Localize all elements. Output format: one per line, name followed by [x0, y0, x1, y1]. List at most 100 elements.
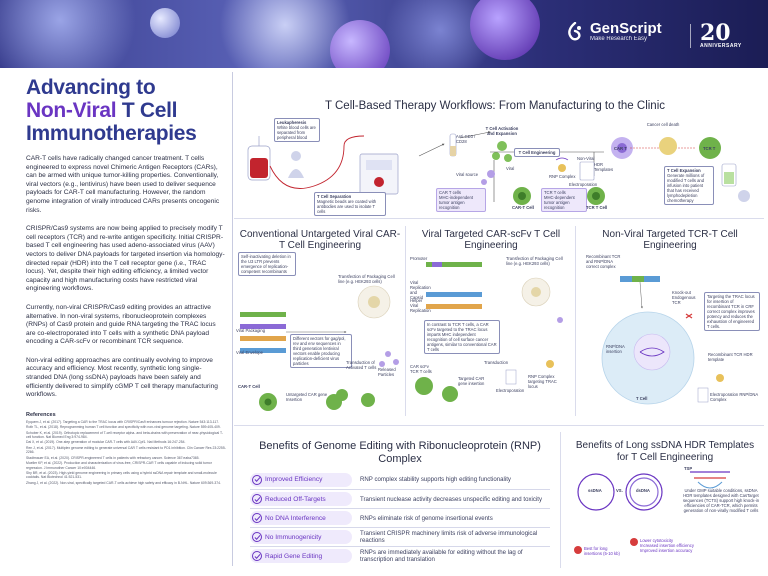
benefit-description: RNP complex stability supports high edit…	[360, 476, 511, 483]
electroporation-label: Electroporation RNP/DNA Complex	[710, 392, 758, 402]
cancer-death-label: Cancer cell death	[646, 122, 680, 127]
best-label: Best for long insertions (5-10 kb)	[584, 546, 620, 556]
title-line-2a: Non-Viral	[26, 99, 117, 122]
rnp-label: RNP Complex targeting TRAC locus	[528, 374, 557, 389]
genscript-logo-icon	[568, 22, 581, 41]
leukapheresis-text: White blood cells are separated from per…	[277, 125, 316, 140]
virus-icon	[487, 170, 495, 178]
intro-paragraph: CAR-T cells have radically changed cance…	[26, 155, 220, 214]
check-icon	[252, 474, 262, 485]
t-cell-icon	[492, 152, 500, 160]
panel-note: In contrast to TCR T cells, a CAR scFv t…	[424, 320, 500, 354]
nonviral-tcr-panel: Recombinant TCR and RNP/DNA correct comp…	[580, 252, 762, 417]
ssdna-circle-icon	[577, 473, 615, 511]
separation-title: T Cell Separation	[317, 194, 352, 199]
lower-label: Lower cytotoxicity	[640, 538, 674, 543]
separation-text: Magnetic beads are coated with antibodie…	[317, 199, 377, 214]
cancer-cell-dead-icon	[659, 137, 677, 155]
car-t-cell-label: CAR-T Cell	[238, 384, 260, 389]
plasmid-bar	[240, 324, 286, 329]
benefit-description: RNPs eliminate risk of genome insertiona…	[360, 514, 493, 522]
intro-paragraph: Non-viral editing approaches are continu…	[26, 356, 218, 399]
benefit-row: Reduced Off-Targets Transient nuclease a…	[250, 489, 550, 508]
check-icon	[252, 532, 262, 542]
reference-item: Zhang J, et al. (2022). Non-viral, speci…	[26, 480, 221, 485]
transduction-label: Transduction of Activated T cells	[346, 360, 377, 370]
column-divider	[405, 226, 406, 416]
patient-icon	[738, 190, 750, 202]
packaging-label: Viral Packaging	[236, 328, 266, 333]
benefit-tag: Improved Efficiency	[250, 472, 352, 487]
brand-tagline: Make Research Easy	[590, 36, 648, 42]
check-icon	[252, 513, 262, 523]
benefit-tag: No Immunogenicity	[250, 530, 352, 544]
plasmid-bar	[240, 312, 286, 317]
poster-title: Advancing to Non-Viral T Cell Immunother…	[26, 76, 226, 145]
car-t-label: CAR T	[614, 146, 627, 151]
cell-illustration	[150, 8, 180, 38]
reference-item: Schober K, et al. (2019). Orthotopic rep…	[26, 430, 224, 440]
activation-label: T Cell Activation and Expansion	[485, 126, 519, 136]
workflow-heading: T Cell-Based Therapy Workflows: From Man…	[324, 100, 666, 112]
tcell-label: T Cell	[636, 396, 648, 401]
nucleus-icon	[633, 333, 671, 371]
leukapheresis-title: Leukapheresis	[277, 120, 307, 125]
promoter-label: Promoter	[410, 256, 428, 261]
tsp-label: TSP	[684, 466, 693, 471]
reference-item: Eyquem J, et al. (2017). Targeting a CAR…	[26, 419, 220, 424]
viral-scfv-graphics	[415, 262, 563, 402]
dsdna-label: dsDNA	[636, 488, 650, 493]
viral-scfv-panel: Promoter Viral Replication and Capsid He…	[410, 252, 572, 417]
untargeted-label: Untargeted CAR gene Insertion	[286, 392, 328, 402]
targeted-label: Targeted CAR gene insertion	[458, 376, 485, 386]
template-strand	[697, 481, 723, 489]
benefit-description: Transient CRISPR machinery limits risk o…	[360, 530, 538, 544]
benefit-description: RNPs are immediately available for editi…	[360, 549, 523, 563]
rnp-icon	[558, 164, 566, 172]
electroporation-label: Electroporation	[496, 388, 525, 393]
reference-item: Ren J, et al. (2017). Multiplex genome e…	[26, 445, 226, 455]
plasmid-bar	[240, 336, 286, 341]
genscript-logo[interactable]: GenScript Make Research Easy	[565, 21, 662, 42]
tcr-t-summary: TCR T cells MHC-dependent tumor antigen …	[541, 188, 587, 212]
title-line-2b: T Cell	[121, 99, 178, 122]
recombinant-label: Recombinant TCR and RNP/DNA correct comp…	[586, 254, 621, 269]
intro-text: CAR-T cells have radically changed cance…	[26, 155, 226, 400]
vs-label: VS.	[616, 488, 623, 493]
column-divider	[560, 432, 561, 568]
rnp-benefits-heading: Benefits of Genome Editing with Ribonucl…	[259, 440, 541, 465]
row-divider	[234, 425, 764, 426]
ssdna-benefits-heading: Benefits of Long ssDNA HDR Templates for…	[575, 440, 755, 463]
t-cell-icon	[504, 154, 512, 162]
separation-box: T Cell Separation Magnetic beads are coa…	[314, 192, 386, 216]
replication-label: Viral Replication and Capsid	[410, 280, 431, 300]
panel-note: Self-inactivating deletion in the U3 LTR…	[238, 252, 296, 276]
intro-paragraph: Currently, non-viral CRISPR/Cas9 editing…	[26, 303, 216, 346]
benefit-tag: No DNA Interference	[250, 511, 352, 525]
viral-car-panel: Self-inactivating deletion in the U3 LTR…	[236, 252, 404, 417]
improved-label: Improved insertion accuracy	[640, 548, 693, 553]
benefit-label: No DNA Interference	[265, 514, 326, 522]
transduction-label: Transduction	[484, 360, 509, 365]
patient-icon	[291, 151, 301, 161]
panel-note: Different vectors for gag/pol, rev and e…	[290, 334, 352, 368]
hdr-label: HDR Templates	[594, 162, 614, 172]
rnp-dna-label: RNP/DNA insertion	[606, 344, 625, 354]
column-divider	[232, 72, 233, 566]
tcr-cell-label: TCR T Cell	[586, 205, 608, 210]
transfection-label: Transfection of Packaging Cell line (e.g…	[338, 274, 395, 284]
check-icon	[252, 551, 262, 561]
rnp-icon	[716, 374, 724, 382]
t-cell-icon	[497, 141, 507, 151]
construct-bar	[426, 304, 482, 309]
car-cell-label: CAR-T Cell	[512, 205, 534, 210]
best-icon	[574, 546, 582, 554]
workflow-graphics	[247, 131, 750, 205]
electroporation-label: Electroporation	[569, 182, 598, 187]
knockout-label: Knock-out Endogenous TCR	[672, 290, 696, 305]
ssdna-label: ssDNA	[588, 488, 602, 493]
rnp-icon	[546, 360, 554, 368]
benefit-row: Improved Efficiency RNP complex stabilit…	[250, 470, 550, 489]
workflow-diagram: Leukapheresis White blood cells are sepa…	[244, 116, 756, 216]
viral-source-label: Viral source	[456, 172, 479, 177]
